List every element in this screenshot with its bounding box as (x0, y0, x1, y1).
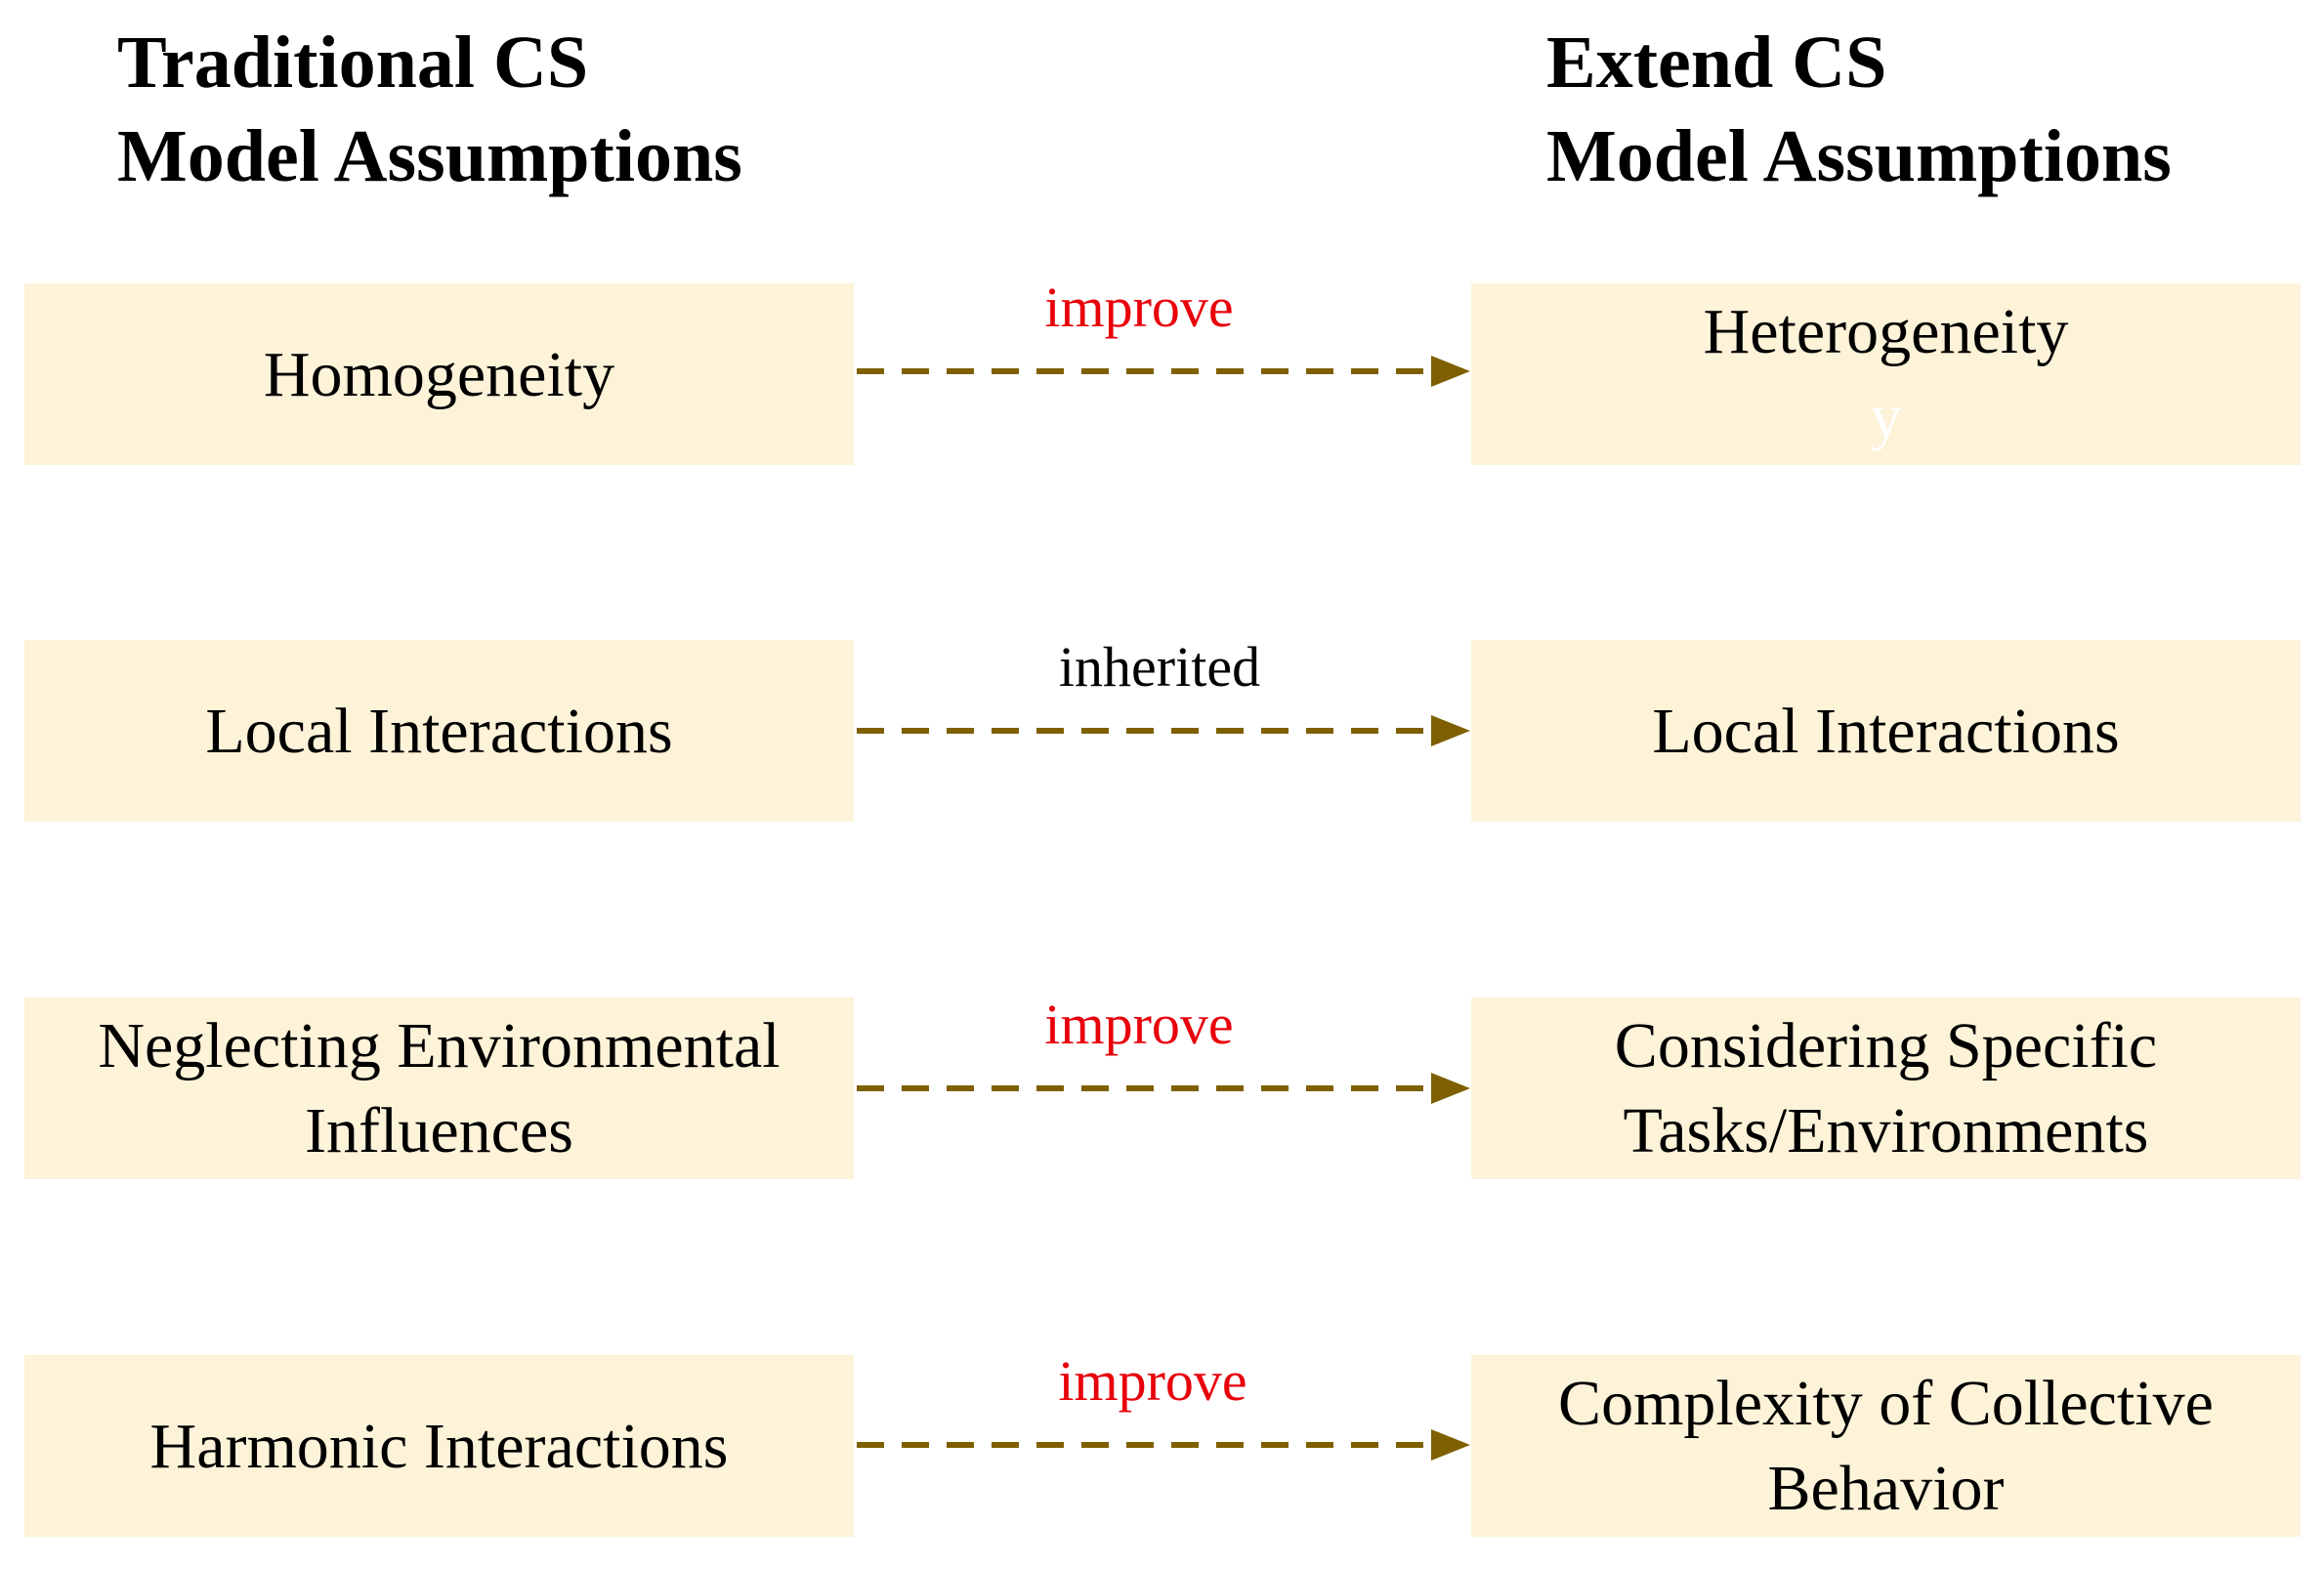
extended-box-label-line-1: Complexity of Collective (1558, 1368, 2214, 1439)
faded-letter: y (1869, 381, 1902, 452)
dashed-arrow (857, 1073, 1470, 1104)
extended-heading-line-2: Model Assumptions (1546, 115, 2172, 197)
extended-box-local-interactions: Local Interactions (1471, 640, 2301, 822)
extended-box-label-line-2: Tasks/Environments (1623, 1095, 2149, 1166)
extended-box-label: Local Interactions (1652, 695, 2120, 767)
traditional-box-homogeneity: Homogeneity (24, 283, 854, 465)
dashed-arrow (857, 356, 1470, 387)
traditional-heading-line-1: Traditional CS (117, 21, 589, 104)
extended-box-collective-behavior: Complexity of Collective Behavior (1471, 1355, 2301, 1537)
extended-box-specific-tasks: Considering Specific Tasks/Environments (1471, 997, 2301, 1179)
traditional-box-label-line-2: Influences (305, 1095, 573, 1166)
relation-label-inherited: inherited (1058, 635, 1261, 699)
extended-heading: Extend CS Model Assumptions (1546, 16, 2172, 203)
traditional-box-label-line-1: Neglecting Environmental (98, 1010, 781, 1081)
traditional-heading: Traditional CS Model Assumptions (117, 16, 742, 203)
traditional-box-harmonic-interactions: Harmonic Interactions (24, 1355, 854, 1537)
traditional-box-label: Local Interactions (205, 695, 673, 767)
traditional-box-local-interactions: Local Interactions (24, 640, 854, 822)
connector-inherited: inherited (853, 633, 1470, 750)
traditional-box-neglecting-environment: Neglecting Environmental Influences (24, 997, 854, 1179)
connector-improve-2: improve (853, 991, 1470, 1108)
traditional-box-label: Homogeneity (263, 338, 615, 410)
dashed-arrow (857, 715, 1470, 746)
relation-label-improve: improve (1044, 276, 1234, 339)
relation-label-improve: improve (1058, 1349, 1247, 1413)
connector-improve-3: improve (853, 1347, 1470, 1464)
traditional-box-label: Harmonic Interactions (149, 1410, 729, 1482)
dashed-arrow (857, 1429, 1470, 1461)
connector-improve-1: improve (853, 274, 1470, 391)
extended-box-label-line-2: Behavior (1767, 1453, 2005, 1524)
extended-box-label-line-1: Considering Specific (1614, 1010, 2158, 1081)
relation-label-improve: improve (1044, 993, 1234, 1056)
extended-heading-line-1: Extend CS (1546, 21, 1887, 104)
traditional-heading-line-2: Model Assumptions (117, 115, 742, 197)
